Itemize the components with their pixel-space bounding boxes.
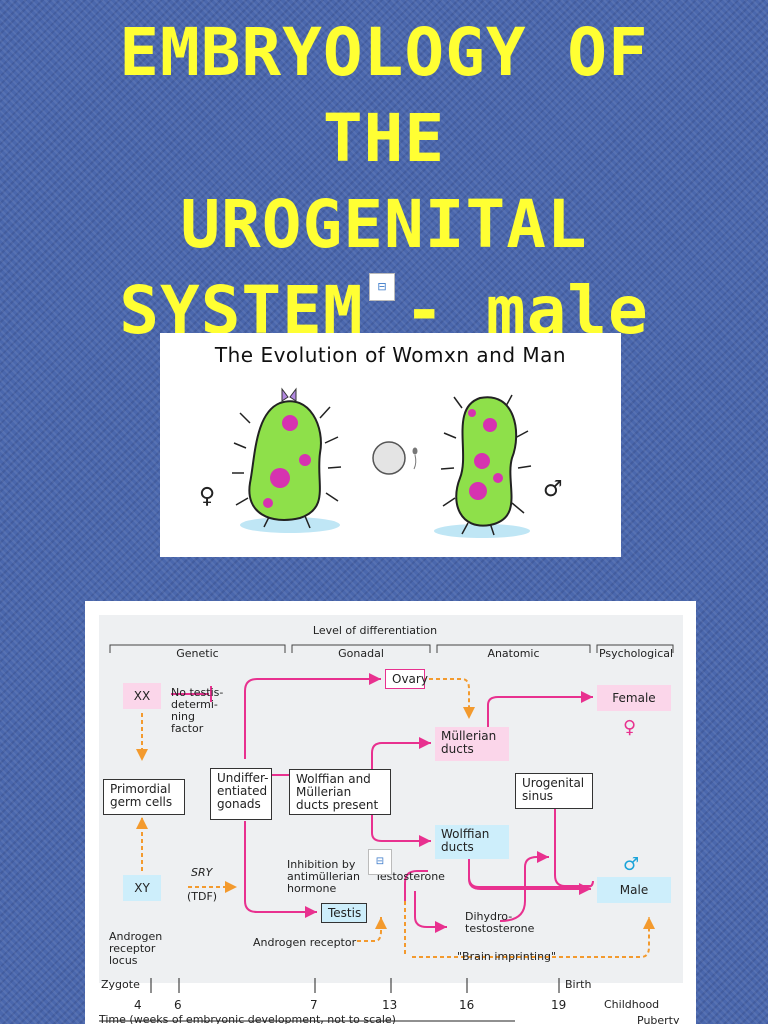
node-urogenital-sinus: Urogenital sinus xyxy=(515,773,593,809)
level-header: Level of differentiation xyxy=(312,624,438,637)
male-symbol-icon: ♂ xyxy=(543,477,563,502)
cartoon-drawing xyxy=(232,387,532,538)
timeline-birth: Birth xyxy=(565,978,592,991)
timeline-childhood: Childhood xyxy=(604,998,660,1011)
node-undifferentiated-gonads: Undiffer-entiated gonads xyxy=(210,768,272,820)
slide-title: EMBRYOLOGY OF THE UROGENITAL SYSTEM - ma… xyxy=(0,10,768,354)
level-anatomic: Anatomic xyxy=(487,647,540,660)
embedded-object-icon[interactable]: ⊟ xyxy=(368,849,392,875)
title-line-1: EMBRYOLOGY OF xyxy=(119,14,649,91)
label-no-tdf: No testis-determi-ning factor xyxy=(171,686,224,735)
label-brain-imprinting: "Brain imprinting" xyxy=(457,950,557,963)
node-xy: XY xyxy=(123,875,161,901)
level-gonadal: Gonadal xyxy=(338,647,384,660)
label-androgen-receptor-locus: Androgen receptor locus xyxy=(109,930,163,967)
female-symbol-icon: ♀ xyxy=(199,484,216,509)
label-testosterone: Testosterone xyxy=(375,870,445,883)
label-androgen-receptor: Androgen receptor xyxy=(253,936,357,949)
title-line-2: THE xyxy=(322,100,446,177)
timeline-tick-16: 16 xyxy=(459,998,475,1012)
level-psychological: Psychological xyxy=(598,647,674,660)
node-wolffian-mullerian-present: Wolffian and Müllerian ducts present xyxy=(289,769,391,815)
differentiation-diagram: Level of differentiation Genetic Gonadal… xyxy=(85,601,696,1024)
node-ovary: Ovary xyxy=(385,669,428,689)
node-mullerian-ducts: Müllerian ducts xyxy=(435,727,509,761)
timeline-tick-19: 19 xyxy=(551,998,567,1012)
title-line-3: UROGENITAL xyxy=(180,186,588,263)
label-inhibition: Inhibition by antimüllerian hormone xyxy=(287,858,360,895)
node-female: Female xyxy=(597,685,671,711)
cartoon-title: The Evolution of Womxn and Man xyxy=(214,343,567,367)
diagram-main-arrows xyxy=(99,678,655,1022)
timeline-axis-label: Time (weeks of embryonic development, no… xyxy=(99,1014,396,1024)
node-wolffian-ducts: Wolffian ducts xyxy=(435,825,509,859)
female-symbol-icon: ♀ xyxy=(623,717,637,738)
timeline-puberty: Puberty xyxy=(637,1014,680,1024)
diagram-arrows xyxy=(109,644,674,918)
timeline-tick-13: 13 xyxy=(382,998,398,1012)
timeline-tick-4: 4 xyxy=(134,998,142,1012)
male-cell-icon xyxy=(434,394,532,538)
female-cell-icon xyxy=(232,387,342,533)
node-primordial-germ-cells: Primordial germ cells xyxy=(103,779,185,815)
node-xx: XX xyxy=(123,683,161,709)
node-male: Male xyxy=(597,877,671,903)
node-testis: Testis xyxy=(321,903,367,923)
cartoon-image: The Evolution of Womxn and Man xyxy=(160,333,621,557)
timeline-tick-6: 6 xyxy=(174,998,182,1012)
slide-thumbnail-icon[interactable]: ⊟ xyxy=(369,273,395,301)
label-sry: SRY xyxy=(191,866,213,879)
label-tdf: (TDF) xyxy=(187,890,218,903)
level-genetic: Genetic xyxy=(176,647,219,660)
male-symbol-icon: ♂ xyxy=(623,854,640,875)
label-dihydrotestosterone: Dihydro-testosterone xyxy=(465,910,535,935)
timeline-zygote: Zygote xyxy=(101,978,140,991)
timeline-tick-7: 7 xyxy=(310,998,318,1012)
